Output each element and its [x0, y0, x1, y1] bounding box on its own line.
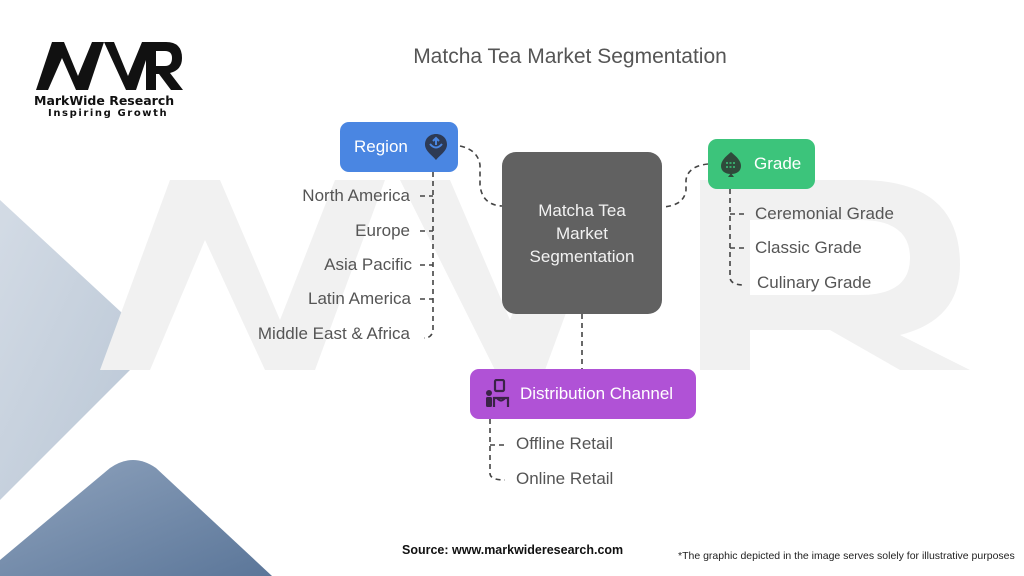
- logo-brand-name: MarkWide Research: [34, 93, 175, 108]
- region-item: North America: [302, 186, 410, 205]
- region-item: Asia Pacific: [324, 255, 412, 274]
- segment-grade: Grade: [708, 139, 815, 189]
- source-text: Source: www.markwideresearch.com: [402, 543, 624, 557]
- grade-item: Classic Grade: [755, 238, 862, 257]
- disclaimer-note: *The graphic depicted in the image serve…: [678, 550, 1015, 562]
- segment-distribution-channel: Distribution Channel: [470, 369, 696, 419]
- logo-tagline: Inspiring Growth: [48, 108, 169, 119]
- distribution-item: Offline Retail: [516, 434, 614, 453]
- segment-region: Region: [340, 122, 458, 172]
- map-pin-icon: [424, 133, 448, 161]
- segment-grade-label: Grade: [754, 154, 802, 173]
- region-item: Latin America: [308, 289, 411, 308]
- region-item: Middle East & Africa: [257, 324, 410, 343]
- center-line-3: Segmentation: [529, 246, 635, 266]
- store-person-icon: [484, 379, 510, 409]
- brand-logo: MarkWide Research Inspiring Growth: [34, 40, 194, 119]
- region-item: Europe: [355, 221, 410, 240]
- center-line-2: Market: [556, 223, 608, 243]
- grade-item: Culinary Grade: [757, 273, 872, 292]
- distribution-item: Online Retail: [516, 469, 614, 488]
- center-line-1: Matcha Tea: [538, 200, 626, 220]
- segment-distribution-label: Distribution Channel: [520, 384, 674, 403]
- leaf-icon: [720, 151, 742, 177]
- grade-item: Ceremonial Grade: [755, 204, 894, 223]
- center-node: Matcha Tea Market Segmentation: [502, 152, 662, 314]
- diagram-title: Matcha Tea Market Segmentation: [413, 45, 727, 68]
- segment-region-label: Region: [354, 137, 408, 156]
- mwr-logo-mark-icon: [36, 42, 183, 90]
